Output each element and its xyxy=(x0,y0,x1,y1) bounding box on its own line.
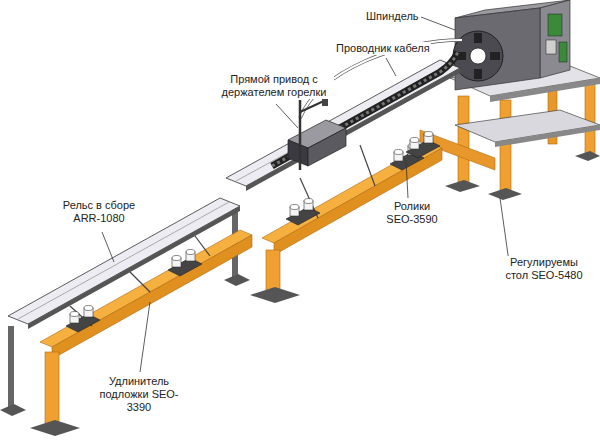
spindle-housing xyxy=(453,0,570,90)
foot-plate xyxy=(224,274,250,286)
callout-label: Проводник кабеля xyxy=(335,42,431,55)
rail-brackets xyxy=(70,145,375,326)
rollers xyxy=(66,132,440,333)
drive-carriage xyxy=(288,94,346,170)
post xyxy=(8,326,14,410)
callout-label: Удлинитель подложки SEO-3390 xyxy=(94,375,184,415)
callout-label: Регулируемы стол SEO-5480 xyxy=(504,256,584,282)
foot-plate xyxy=(0,404,26,416)
callout-label: Рельс в сборе ARR-1080 xyxy=(52,199,146,225)
callout-label: Шпиндель xyxy=(365,10,420,23)
callout-label: Прямой привод с держателем горелки xyxy=(214,73,334,99)
leader-lines xyxy=(102,17,509,372)
callout-label: Ролики SEO-3590 xyxy=(380,200,444,226)
